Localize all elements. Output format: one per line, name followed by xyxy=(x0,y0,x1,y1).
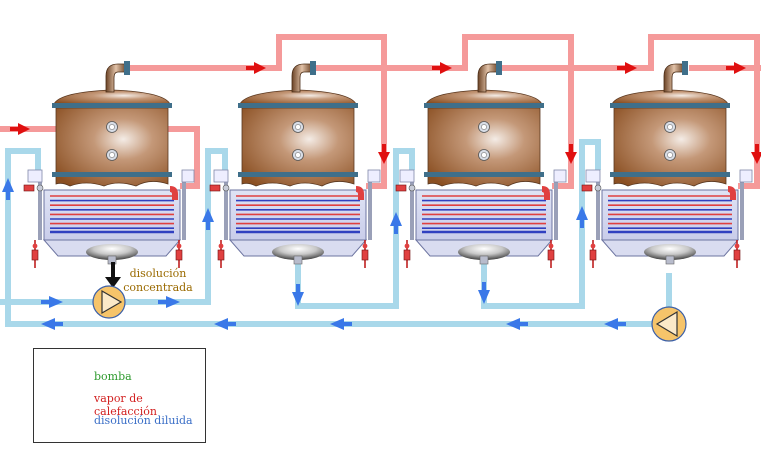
steam-arrow-down xyxy=(565,144,577,164)
valve-icon xyxy=(547,249,555,261)
flow-arrow-left xyxy=(214,318,236,330)
evaporator-tank-icon xyxy=(581,61,753,268)
steam-arrows xyxy=(10,62,761,164)
flow-arrow-left xyxy=(330,318,352,330)
legend-dilute-label: disolución diluida xyxy=(94,414,193,427)
flow-arrow-up xyxy=(202,208,214,230)
flow-arrow-left xyxy=(506,318,528,330)
flow-arrow-left xyxy=(41,318,63,330)
steam-arrow-right xyxy=(432,62,452,74)
steam-arrow-right xyxy=(617,62,637,74)
valve-icon xyxy=(361,249,369,261)
evaporator-tank-icon xyxy=(23,61,195,268)
flow-arrow-right xyxy=(41,296,63,308)
flow-arrow-right xyxy=(158,296,180,308)
pump-icon xyxy=(92,285,126,319)
legend-steam-label: vapor de calefacción xyxy=(94,392,157,418)
valve-icon xyxy=(31,249,39,261)
valve-icon xyxy=(403,249,411,261)
flow-arrow-up xyxy=(390,212,402,234)
steam-arrow-right xyxy=(10,123,30,135)
legend-pump-label: bomba xyxy=(94,370,132,383)
flow-arrows xyxy=(2,178,626,330)
flow-arrow-left xyxy=(604,318,626,330)
flow-arrow-down xyxy=(292,284,304,306)
valve-icon xyxy=(733,249,741,261)
pump-icon xyxy=(651,306,687,342)
valve-icon xyxy=(589,249,597,261)
flow-arrow-up xyxy=(576,206,588,228)
steam-arrow-down xyxy=(378,144,390,164)
evaporator-tank-icon xyxy=(395,61,567,268)
steam-arrow-down xyxy=(751,144,761,164)
flow-arrow-down xyxy=(478,282,490,304)
steam-arrow-right xyxy=(246,62,266,74)
concentrated-solution-label: disolución concentrada xyxy=(123,267,193,294)
valve-icon xyxy=(175,249,183,261)
steam-arrow-right xyxy=(726,62,746,74)
flow-arrow-up xyxy=(2,178,14,200)
valve-icon xyxy=(217,249,225,261)
evaporator-tank-icon xyxy=(209,61,381,268)
concentrate-outlet xyxy=(105,262,121,288)
legend: bomba vapor de calefacción disolución di… xyxy=(33,348,206,443)
